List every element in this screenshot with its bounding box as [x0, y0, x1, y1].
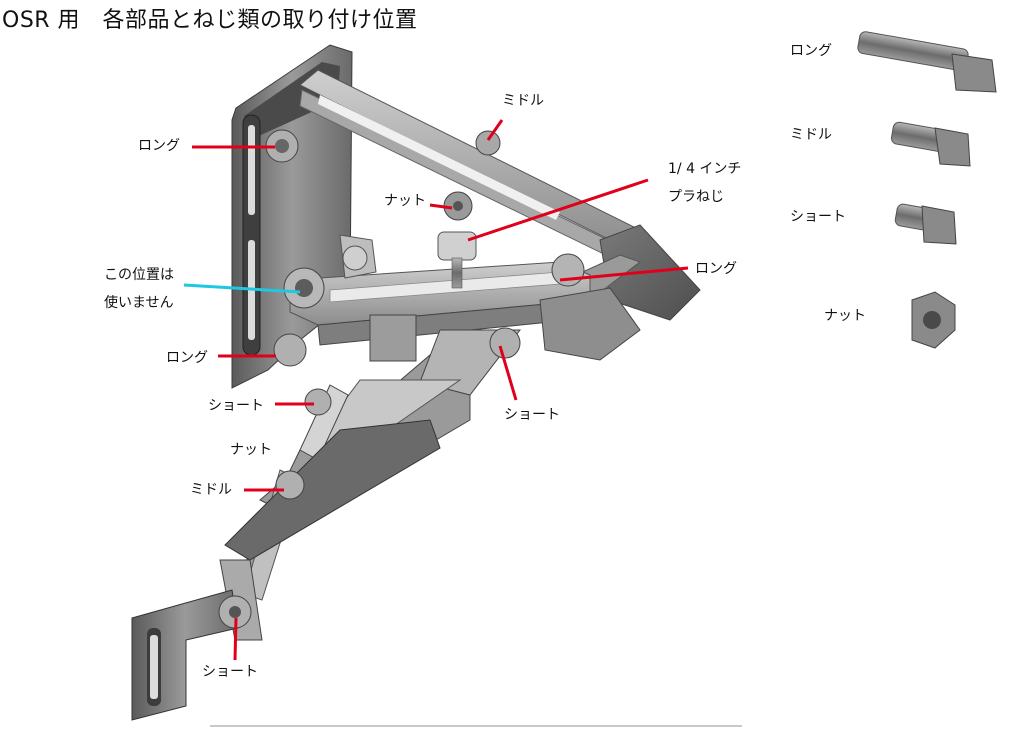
legend-label-long: ロング [790, 43, 832, 59]
label-short-left: ショート [208, 398, 264, 414]
leader-lines [183, 119, 689, 661]
leader-quarter-inch [467, 178, 649, 242]
label-unused-line1: この位置は [104, 267, 174, 283]
label-unused-line2: 使いません [104, 295, 174, 311]
label-short-center: ショート [504, 407, 560, 423]
label-middle-top: ミドル [502, 93, 544, 109]
label-middle-lower: ミドル [190, 482, 232, 498]
legend-label-nut: ナット [824, 308, 866, 324]
legend-middle-part [890, 121, 971, 167]
leader-short-center [498, 345, 518, 401]
legend-long-part [857, 31, 997, 93]
legend-nut-part [911, 291, 956, 349]
label-long-right: ロング [695, 261, 737, 277]
legend-short-part [894, 203, 957, 245]
bottom-bracket [131, 589, 239, 721]
label-quarter-inch-line2: プラねじ [668, 189, 724, 205]
linkage-arms [219, 329, 522, 641]
leader-nut-top [429, 203, 453, 210]
label-nut-top: ナット [384, 193, 426, 209]
legend-label-short: ショート [790, 209, 846, 225]
page-title: OSR 用 各部品とねじ類の取り付け位置 [2, 8, 418, 33]
label-nut-lower: ナット [230, 442, 272, 458]
leader-long-right [559, 266, 689, 282]
label-long-left-lower: ロング [166, 350, 208, 366]
main-bar [289, 234, 641, 362]
leader-middle-top [486, 119, 504, 141]
label-quarter-inch-line1: 1/ 4 インチ [668, 161, 742, 177]
legend-label-middle: ミドル [790, 127, 832, 143]
leader-unused [183, 283, 301, 294]
label-short-bottom: ショート [202, 664, 258, 680]
leader-short-bottom [233, 617, 238, 661]
label-long-top-left: ロング [138, 138, 180, 154]
